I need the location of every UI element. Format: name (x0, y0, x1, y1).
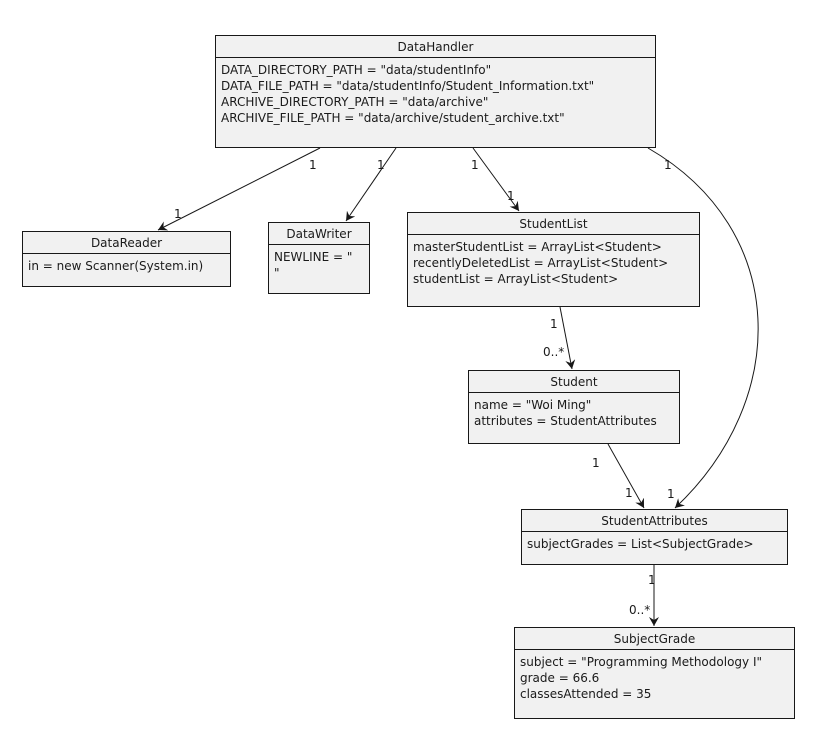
attribute: NEWLINE = " (274, 250, 353, 264)
class-attributes: in = new Scanner(System.in) (23, 254, 230, 278)
attribute: attributes = StudentAttributes (474, 414, 657, 428)
class-name: DataWriter (269, 223, 369, 245)
attribute: studentList = ArrayList<Student> (413, 272, 619, 286)
attribute: name = "Woi Ming" (474, 398, 592, 412)
class-studentlist: StudentList masterStudentList = ArrayLis… (407, 212, 700, 307)
edge-datahandler-studentlist (472, 147, 520, 212)
class-name: Student (469, 371, 679, 393)
class-attributes: subject = "Programming Methodology I" gr… (515, 650, 794, 706)
class-name: DataReader (23, 232, 230, 254)
multiplicity-label: 1 (592, 456, 600, 470)
multiplicity-label: 1 (507, 189, 515, 203)
class-name: StudentAttributes (522, 510, 787, 532)
multiplicity-label: 1 (648, 573, 656, 587)
class-name: SubjectGrade (515, 628, 794, 650)
attribute: masterStudentList = ArrayList<Student> (413, 240, 662, 254)
attribute: in = new Scanner(System.in) (28, 259, 204, 273)
class-datareader: DataReader in = new Scanner(System.in) (22, 231, 231, 287)
edge-datahandler-datareader (157, 147, 321, 231)
class-name: StudentList (408, 213, 699, 235)
attribute: grade = 66.6 (520, 671, 600, 685)
attribute: DATA_FILE_PATH = "data/studentInfo/Stude… (221, 79, 595, 93)
class-attributes: DATA_DIRECTORY_PATH = "data/studentInfo"… (216, 58, 655, 130)
multiplicity-label: 1 (174, 207, 182, 221)
multiplicity-label: 1 (309, 158, 317, 172)
attribute: classesAttended = 35 (520, 687, 652, 701)
attribute: subjectGrades = List<SubjectGrade> (527, 537, 754, 551)
edge-studentlist-student (559, 306, 576, 370)
attribute: recentlyDeletedList = ArrayList<Student> (413, 256, 669, 270)
class-studentattributes: StudentAttributes subjectGrades = List<S… (521, 509, 788, 565)
multiplicity-label: 0..* (543, 345, 565, 359)
class-student: Student name = "Woi Ming" attributes = S… (468, 370, 680, 444)
class-datawriter: DataWriter NEWLINE = " " (268, 222, 370, 294)
attribute: DATA_DIRECTORY_PATH = "data/studentInfo" (221, 63, 492, 77)
class-attributes: name = "Woi Ming" attributes = StudentAt… (469, 393, 679, 433)
class-subjectgrade: SubjectGrade subject = "Programming Meth… (514, 627, 795, 719)
class-datahandler: DataHandler DATA_DIRECTORY_PATH = "data/… (215, 35, 656, 148)
attribute: subject = "Programming Methodology I" (520, 655, 763, 669)
edge-student-studentattributes (607, 443, 645, 509)
class-name: DataHandler (216, 36, 655, 58)
multiplicity-label: 1 (664, 158, 672, 172)
multiplicity-label: 0..* (629, 603, 651, 617)
attribute: ARCHIVE_FILE_PATH = "data/archive/studen… (221, 111, 565, 125)
edge-datahandler-datawriter (345, 147, 397, 222)
multiplicity-label: 1 (471, 158, 479, 172)
multiplicity-label: 1 (377, 158, 385, 172)
multiplicity-label: 1 (667, 487, 675, 501)
multiplicity-label: 1 (550, 317, 558, 331)
class-attributes: NEWLINE = " " (269, 245, 369, 285)
attribute: " (274, 266, 280, 280)
multiplicity-label: 1 (625, 486, 633, 500)
class-attributes: masterStudentList = ArrayList<Student> r… (408, 235, 699, 291)
attribute: ARCHIVE_DIRECTORY_PATH = "data/archive" (221, 95, 489, 109)
class-attributes: subjectGrades = List<SubjectGrade> (522, 532, 787, 556)
edge-datahandler-studentattributes (647, 147, 759, 509)
